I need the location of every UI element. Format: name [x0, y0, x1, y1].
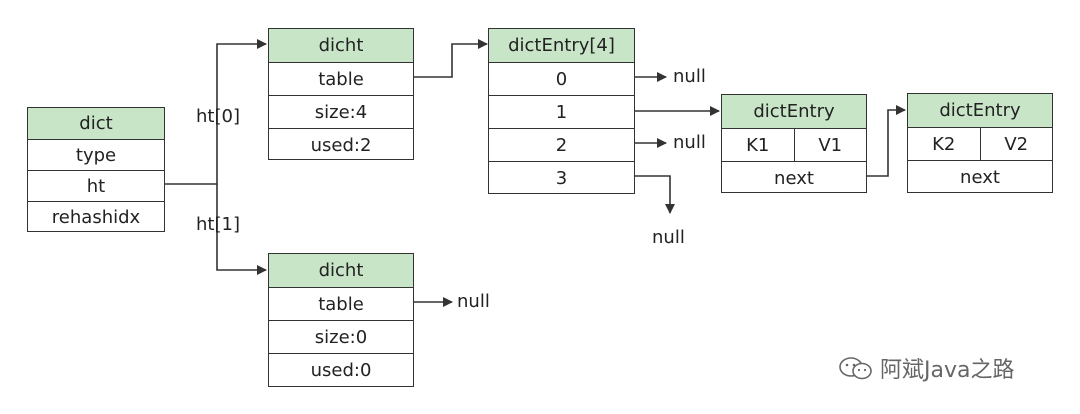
ht0-label: ht[0]: [196, 106, 240, 127]
wechat-icon: [839, 357, 872, 380]
dicht1-struct: dicht table size:0 used:0: [268, 253, 414, 387]
dict-field-type: type: [28, 139, 164, 170]
dict-field-ht: ht: [28, 170, 164, 201]
dict-entry-2-kv: K2 V2: [908, 127, 1052, 160]
bucket-array: dictEntry[4] 0 1 2 3: [488, 28, 635, 194]
dicht0-field-size: size:4: [269, 95, 413, 128]
dict-field-rehashidx: rehashidx: [28, 201, 164, 232]
arrow-ht0: [165, 39, 267, 185]
bucket-2: 2: [489, 128, 634, 161]
dict-entry-2-next: next: [908, 160, 1052, 193]
bucket2-null: null: [673, 132, 706, 153]
dicht1-field-table: table: [269, 287, 413, 320]
dict-entry-2-key: K2: [932, 133, 956, 155]
bucket0-null: null: [673, 66, 706, 87]
dicht0-field-table: table: [269, 62, 413, 95]
dicht0-field-used: used:2: [269, 128, 413, 161]
bucket-3: 3: [489, 161, 634, 194]
bucket-array-header: dictEntry[4]: [489, 29, 634, 62]
dict-entry-2-header: dictEntry: [908, 94, 1052, 127]
dict-header: dict: [28, 108, 164, 139]
dicht0-struct: dicht table size:4 used:2: [268, 28, 414, 160]
bucket-0: 0: [489, 62, 634, 95]
dicht0-header: dicht: [269, 29, 413, 62]
dicht1-null: null: [457, 291, 490, 312]
dict-struct: dict type ht rehashidx: [27, 107, 165, 232]
dicht1-header: dicht: [269, 254, 413, 287]
dicht1-field-size: size:0: [269, 320, 413, 353]
bucket-1: 1: [489, 95, 634, 128]
dict-entry-1: dictEntry K1 V1 next: [721, 94, 867, 193]
dict-entry-1-next: next: [722, 161, 866, 194]
bucket3-null: null: [652, 227, 685, 248]
arrow-next: [866, 105, 906, 177]
arrow-bucket3-null: [634, 175, 675, 214]
watermark: 阿斌Java之路: [838, 352, 1014, 384]
watermark-text: 阿斌Java之路: [880, 358, 1015, 383]
dicht1-field-used: used:0: [269, 353, 413, 386]
arrow-ht1: [216, 184, 267, 275]
dict-entry-1-value: V1: [793, 129, 867, 161]
dict-entry-1-key: K1: [746, 134, 770, 156]
ht1-label: ht[1]: [196, 214, 240, 235]
dict-entry-2: dictEntry K2 V2 next: [907, 93, 1053, 193]
dict-entry-1-kv: K1 V1: [722, 128, 866, 161]
arrow-table: [413, 39, 488, 78]
dict-entry-2-value: V2: [979, 128, 1053, 160]
dict-entry-1-header: dictEntry: [722, 95, 866, 128]
